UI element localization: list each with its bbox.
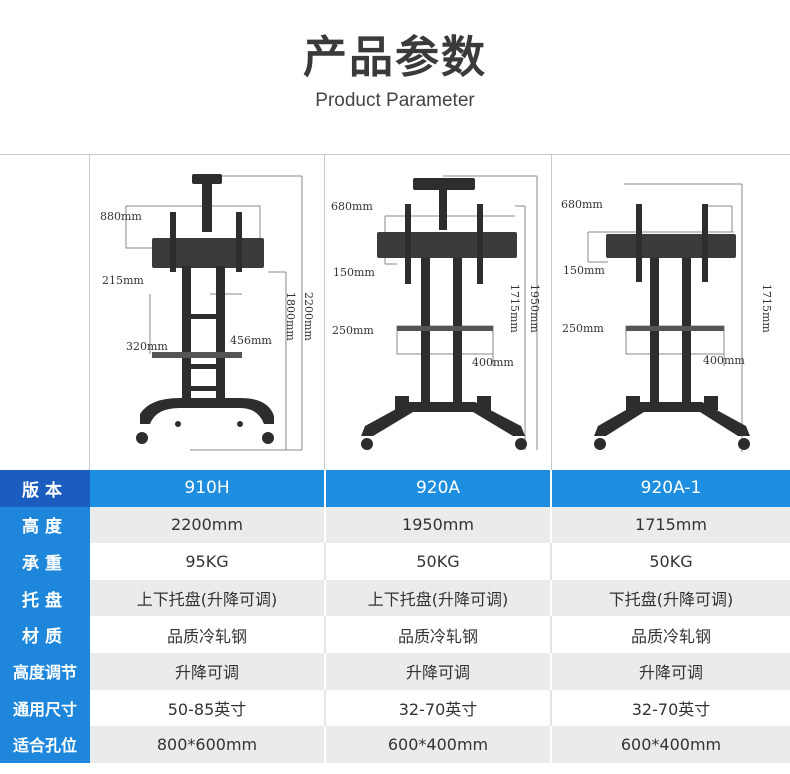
- row-label: 高度: [0, 506, 90, 544]
- column-separator: [324, 726, 326, 763]
- column-separator: [324, 543, 326, 580]
- dim-label: 400mm: [472, 356, 514, 369]
- dim-label: 2200mm: [302, 292, 315, 341]
- table-row: 材质 品质冷轧钢 品质冷轧钢 品质冷轧钢: [0, 616, 790, 653]
- column-separator: [324, 579, 326, 617]
- column-separator: [550, 726, 552, 763]
- row-label: 托盘: [0, 579, 90, 617]
- table-cell: 32-70英寸: [398, 699, 478, 719]
- dim-label: 320mm: [126, 340, 168, 353]
- stand-920a-image: [361, 175, 538, 450]
- table-row: 通用尺寸 50-85英寸 32-70英寸 32-70英寸: [0, 689, 790, 727]
- spec-table: 版本 910H 920A 920A-1 高度 2200mm 1950mm 171…: [0, 470, 790, 763]
- dim-label: 456mm: [230, 334, 272, 347]
- row-label: 承重: [0, 543, 90, 580]
- row-label: 版本: [0, 470, 90, 507]
- table-cell: 50KG: [649, 551, 693, 571]
- table-cell: 下托盘(升降可调): [608, 590, 734, 610]
- stand-920a1-image: [587, 183, 750, 452]
- dim-label: 680mm: [331, 200, 373, 213]
- column-separator: [324, 616, 326, 653]
- column-separator: [324, 652, 326, 690]
- table-cell: 升降可调: [174, 663, 239, 683]
- row-label: 通用尺寸: [0, 689, 90, 727]
- table-cell: 品质冷轧钢: [397, 626, 478, 646]
- table-cell: 上下托盘(升降可调): [136, 590, 278, 610]
- dim-label: 215mm: [102, 274, 144, 287]
- table-cell: 升降可调: [638, 663, 703, 683]
- column-separator: [550, 579, 552, 617]
- table-cell: 50-85英寸: [167, 699, 247, 719]
- frame-divider: [89, 154, 90, 470]
- column-separator: [550, 506, 552, 544]
- dim-label: 150mm: [333, 266, 375, 279]
- column-separator: [550, 616, 552, 653]
- stand-910h-image: [125, 174, 303, 451]
- frame-top-line: [0, 154, 790, 155]
- table-cell: 600*400mm: [387, 734, 489, 754]
- table-cell: 2200mm: [171, 515, 243, 535]
- frame-divider: [324, 154, 325, 470]
- table-row: 承重 95KG 50KG 50KG: [0, 543, 790, 580]
- row-label: 适合孔位: [0, 726, 90, 763]
- model-name: 920A: [415, 478, 461, 499]
- table-cell: 品质冷轧钢: [630, 626, 711, 646]
- column-separator: [550, 543, 552, 580]
- column-separator: [550, 689, 552, 727]
- dim-label: 250mm: [562, 322, 604, 335]
- product-images: 880mm 215mm 320mm 456mm 1800mm 2200mm: [0, 154, 790, 470]
- row-label: 高度调节: [0, 652, 90, 690]
- page-subtitle: Product Parameter: [315, 90, 475, 111]
- table-header-row: 版本 910H 920A 920A-1: [0, 470, 790, 507]
- table-cell: 升降可调: [405, 663, 470, 683]
- model-name: 910H: [184, 478, 230, 499]
- dim-label: 1950mm: [528, 284, 541, 333]
- dim-label: 1715mm: [760, 284, 773, 333]
- table-cell: 品质冷轧钢: [166, 626, 247, 646]
- column-separator: [324, 689, 326, 727]
- table-cell: 800*600mm: [156, 734, 258, 754]
- table-cell: 32-70英寸: [631, 699, 711, 719]
- frame-divider: [551, 154, 552, 470]
- table-cell: 600*400mm: [620, 734, 722, 754]
- model-name: 920A-1: [640, 478, 702, 499]
- column-separator: [324, 506, 326, 544]
- table-cell: 1715mm: [635, 515, 707, 535]
- dim-label: 250mm: [332, 324, 374, 337]
- table-cell: 95KG: [185, 551, 229, 571]
- dim-label: 880mm: [100, 210, 142, 223]
- table-cell: 50KG: [416, 551, 460, 571]
- dim-label: 1715mm: [508, 284, 521, 333]
- table-cell: 1950mm: [402, 515, 474, 535]
- table-cell: 上下托盘(升降可调): [367, 590, 509, 610]
- row-label: 材质: [0, 616, 90, 653]
- dim-label: 400mm: [703, 354, 745, 367]
- page-title: 产品参数: [303, 32, 487, 83]
- dim-label: 150mm: [563, 264, 605, 277]
- column-separator: [550, 652, 552, 690]
- table-row: 高度调节 升降可调 升降可调 升降可调: [0, 652, 790, 690]
- dim-label: 1800mm: [284, 292, 297, 341]
- dim-label: 680mm: [561, 198, 603, 211]
- table-row: 托盘 上下托盘(升降可调) 上下托盘(升降可调) 下托盘(升降可调): [0, 579, 790, 617]
- table-row: 适合孔位 800*600mm 600*400mm 600*400mm: [0, 726, 790, 763]
- table-row: 高度 2200mm 1950mm 1715mm: [0, 506, 790, 544]
- column-separator: [550, 470, 552, 507]
- column-separator: [324, 470, 326, 507]
